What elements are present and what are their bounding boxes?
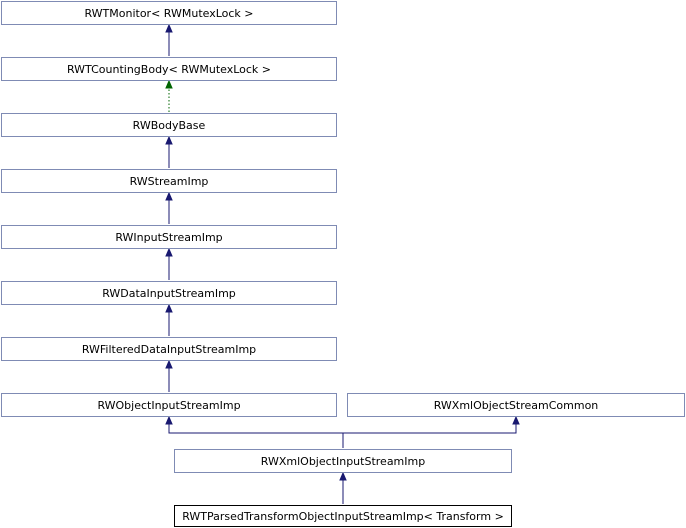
node-rwdatainputstreamimp[interactable]: RWDataInputStreamImp [1, 281, 337, 305]
edges [165, 23, 520, 504]
arrowhead-icon [165, 23, 173, 33]
edge-rwxmlobjectinputstreamimp-to-rwobjectinputstreamimp [165, 415, 344, 448]
node-label: RWStreamImp [130, 175, 209, 188]
node-label: RWDataInputStreamImp [102, 287, 236, 300]
arrowhead-icon [339, 471, 347, 481]
node-rwxmlobjectstreamcommon[interactable]: RWXmlObjectStreamCommon [347, 393, 685, 417]
arrowhead-icon [165, 79, 173, 89]
edge-rwobjectinputstreamimp-to-rwfiltereddatainputstreamimp [165, 359, 173, 392]
edge-rwbodybase-to-rwtcountingbody [165, 79, 173, 112]
node-label: RWBodyBase [133, 119, 206, 132]
node-rwxmlobjectinputstreamimp[interactable]: RWXmlObjectInputStreamImp [174, 449, 512, 473]
edge-rwtparsedtransform-to-rwxmlobjectinputstreamimp [339, 471, 347, 504]
edge-rwinputstreamimp-to-rwstreamimp [165, 191, 173, 224]
edge-rwfiltereddatainputstreamimp-to-rwdatainputstreamimp [165, 303, 173, 336]
node-rwtparsedtransformobjectinputstreamimp: RWTParsedTransformObjectInputStreamImp< … [174, 505, 512, 527]
node-rwbodybase[interactable]: RWBodyBase [1, 113, 337, 137]
node-label: RWObjectInputStreamImp [97, 399, 240, 412]
node-rwtcountingbody[interactable]: RWTCountingBody< RWMutexLock > [1, 57, 337, 81]
edge-rwstreamimp-to-rwbodybase [165, 135, 173, 168]
arrowhead-icon [512, 415, 520, 425]
edge-rwdatainputstreamimp-to-rwinputstreamimp [165, 247, 173, 280]
node-rwtmonitor[interactable]: RWTMonitor< RWMutexLock > [1, 1, 337, 25]
node-rwobjectinputstreamimp[interactable]: RWObjectInputStreamImp [1, 393, 337, 417]
edge-rwxmlobjectinputstreamimp-to-rwxmlobjectstreamcommon [343, 415, 520, 434]
arrowhead-icon [165, 191, 173, 201]
node-label: RWXmlObjectStreamCommon [434, 399, 599, 412]
arrowhead-icon [165, 415, 173, 425]
arrowhead-icon [165, 135, 173, 145]
node-label: RWFilteredDataInputStreamImp [82, 343, 256, 356]
node-rwinputstreamimp[interactable]: RWInputStreamImp [1, 225, 337, 249]
edge-rwtcountingbody-to-rwtmonitor [165, 23, 173, 56]
node-rwfiltereddatainputstreamimp[interactable]: RWFilteredDataInputStreamImp [1, 337, 337, 361]
node-label: RWXmlObjectInputStreamImp [261, 455, 425, 468]
arrowhead-icon [165, 303, 173, 313]
node-label: RWTParsedTransformObjectInputStreamImp< … [182, 510, 504, 523]
arrowhead-icon [165, 359, 173, 369]
arrowhead-icon [165, 247, 173, 257]
node-label: RWTCountingBody< RWMutexLock > [67, 63, 271, 76]
node-label: RWTMonitor< RWMutexLock > [84, 7, 253, 20]
node-label: RWInputStreamImp [115, 231, 222, 244]
node-rwstreamimp[interactable]: RWStreamImp [1, 169, 337, 193]
